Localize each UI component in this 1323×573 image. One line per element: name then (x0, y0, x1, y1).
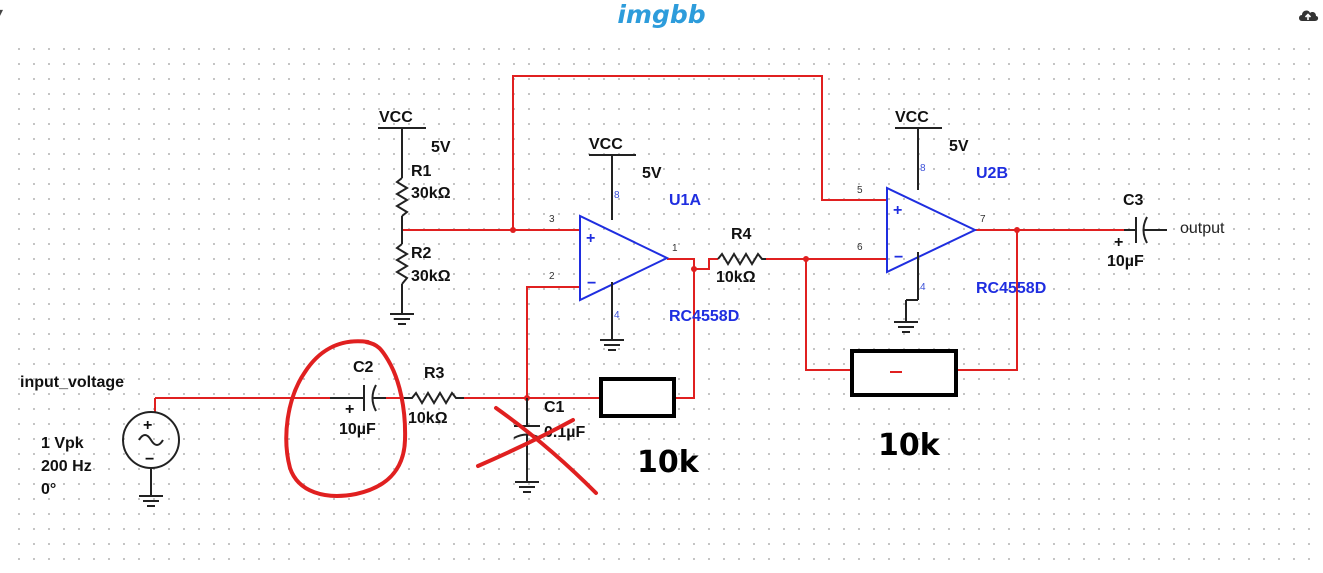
ground-symbol (390, 284, 414, 325)
imgbb-logo[interactable]: imgbb (617, 0, 706, 29)
capacitor-c3: C3 + 10µF output (1107, 192, 1225, 270)
opamp-u2b: VCC 5V + − U2B RC4558D 8 5 6 7 4 (857, 109, 1046, 333)
r2-ref: R2 (411, 245, 432, 262)
output-label: output (1180, 220, 1225, 237)
wires (154, 75, 1124, 412)
top-bar: ▾ imgbb (0, 0, 1323, 34)
svg-text:2: 2 (549, 271, 555, 282)
u2b-vcc-label: VCC (895, 109, 929, 126)
svg-text:8: 8 (614, 190, 620, 201)
r2-value: 30kΩ (411, 268, 451, 285)
svg-text:+: + (893, 202, 902, 219)
svg-text:3: 3 (549, 214, 555, 225)
grid-background (8, 40, 1323, 573)
svg-text:8: 8 (920, 163, 926, 174)
ac-voltage-source: + − input_voltage 1 Vpk 200 Hz 0° (20, 374, 180, 507)
c3-ref: C3 (1123, 192, 1144, 209)
u1a-vcc-label: VCC (589, 136, 623, 153)
svg-text:+: + (143, 417, 152, 434)
r1-value: 30kΩ (411, 185, 451, 202)
svg-text:4: 4 (614, 310, 620, 321)
u2b-ref: U2B (976, 165, 1008, 182)
annotation-cross-c1 (476, 406, 598, 495)
svg-text:−: − (894, 249, 903, 266)
annotation-added-resistor-2: 10k (850, 349, 958, 463)
opamp-u1a: VCC 5V + − U1A RC4558D 8 3 2 1 4 (549, 136, 739, 351)
resistor-r4: R4 10kΩ (716, 226, 766, 286)
svg-text:+: + (345, 401, 354, 418)
vcc-label: VCC (379, 109, 413, 126)
svg-text:6: 6 (857, 242, 863, 253)
c2-value: 10µF (339, 421, 376, 438)
svg-text:+: + (586, 230, 595, 247)
source-name: input_voltage (20, 374, 124, 391)
source-phase: 0° (41, 481, 56, 498)
cloud-upload-icon[interactable] (1297, 6, 1319, 24)
u1a-supply-voltage: 5V (642, 165, 662, 182)
annotation-label-2: 10k (878, 428, 941, 463)
chevron-down-icon[interactable]: ▾ (0, 4, 3, 21)
svg-text:−: − (145, 451, 154, 468)
r1-ref: R1 (411, 163, 432, 180)
source-frequency: 200 Hz (41, 458, 92, 475)
svg-text:+: + (1114, 234, 1123, 251)
r3-ref: R3 (424, 365, 445, 382)
svg-text:5: 5 (857, 185, 863, 196)
annotation-added-resistor-1: 10k (599, 377, 700, 480)
svg-text:4: 4 (920, 282, 926, 293)
u2b-part: RC4558D (976, 280, 1046, 297)
supply-voltage: 5V (431, 139, 451, 156)
c3-value: 10µF (1107, 253, 1144, 270)
resistor-r3: R3 10kΩ (404, 365, 464, 427)
r4-value: 10kΩ (716, 269, 756, 286)
u1a-ref: U1A (669, 192, 701, 209)
u2b-supply-voltage: 5V (949, 138, 969, 155)
r4-ref: R4 (731, 226, 752, 243)
svg-text:−: − (587, 275, 596, 292)
annotation-label-1: 10k (637, 445, 700, 480)
vcc-r1: VCC 5V (378, 109, 451, 178)
svg-text:1: 1 (672, 243, 678, 254)
u1a-part: RC4558D (669, 308, 739, 325)
svg-text:7: 7 (980, 214, 986, 225)
c1-ref: C1 (544, 399, 565, 416)
r3-value: 10kΩ (408, 410, 448, 427)
annotation-circle-c2 (284, 339, 408, 498)
c2-ref: C2 (353, 359, 374, 376)
source-amplitude: 1 Vpk (41, 435, 84, 452)
resistor-r2: R2 30kΩ (395, 243, 451, 285)
resistor-r1: R1 30kΩ (395, 163, 451, 217)
capacitor-c2: C2 + 10µF (330, 359, 386, 438)
